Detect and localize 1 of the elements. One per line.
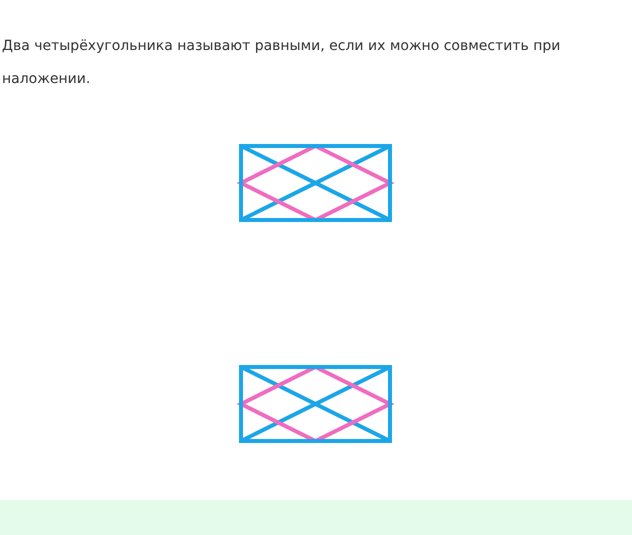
definition-text: Два четырёхугольника называют равными, если их можно совместить при наложении. xyxy=(2,37,562,89)
